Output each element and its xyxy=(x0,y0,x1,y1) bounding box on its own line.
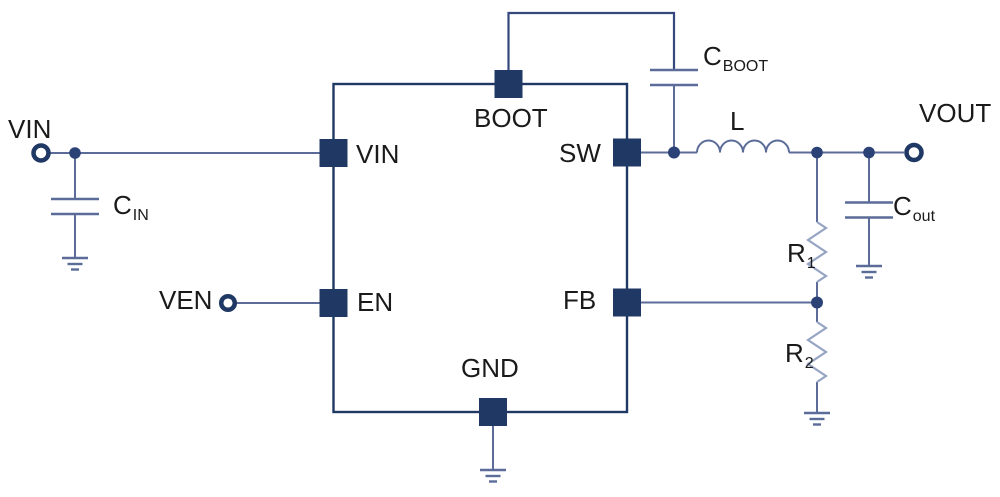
r2-subscript: 2 xyxy=(804,355,814,372)
pin-square-fb xyxy=(613,288,641,317)
ground-cin xyxy=(62,256,88,271)
pin-square-boot xyxy=(494,70,523,98)
r1-subscript: 1 xyxy=(806,255,816,272)
junction-vout-cout xyxy=(863,146,875,159)
pin-square-sw xyxy=(613,138,641,167)
ground-r2 xyxy=(804,411,830,426)
ground-cout xyxy=(856,264,882,279)
cboot-subscript: BOOT xyxy=(722,58,769,75)
cin-subscript: IN xyxy=(132,207,149,224)
terminal-circle-vin xyxy=(31,143,51,163)
pin-gnd-label: GND xyxy=(461,353,519,383)
r1-label: R1 xyxy=(787,238,816,272)
wire-boot-loop xyxy=(507,11,676,70)
junction-fb-divider xyxy=(811,296,823,309)
vin-terminal-label: VIN xyxy=(8,114,52,144)
cboot-label: CBOOT xyxy=(703,41,768,75)
capacitor-cin xyxy=(51,197,99,216)
vout-terminal-label: VOUT xyxy=(919,98,992,128)
ground-gnd-pin xyxy=(480,468,506,483)
cout-subscript: out xyxy=(912,208,936,225)
cout-symbol: C xyxy=(893,191,912,221)
capacitor-cboot xyxy=(650,68,698,87)
r1-symbol: R xyxy=(787,238,806,268)
pin-sw-label: SW xyxy=(559,138,601,168)
pin-en-label: EN xyxy=(357,287,394,317)
pin-square-en xyxy=(319,289,348,317)
terminal-circle-ven xyxy=(218,293,238,313)
cin-symbol: C xyxy=(113,190,132,220)
pin-boot-label: BOOT xyxy=(474,103,548,133)
junction-vin-cin xyxy=(69,147,81,159)
pin-square-vin xyxy=(319,139,348,167)
junction-sw-cboot xyxy=(668,146,680,159)
junction-vout-r1 xyxy=(811,146,823,159)
pin-fb-label: FB xyxy=(563,285,597,315)
cout-label: Cout xyxy=(893,191,935,225)
resistor-r2 xyxy=(806,321,828,383)
r2-label: R2 xyxy=(785,338,814,372)
resistor-r1 xyxy=(806,221,828,283)
cin-label: CIN xyxy=(113,190,149,224)
pin-square-gnd xyxy=(479,398,507,426)
ven-terminal-label: VEN xyxy=(159,285,213,315)
r2-symbol: R xyxy=(785,338,804,368)
capacitor-cout xyxy=(845,201,893,219)
inductor-l xyxy=(696,139,790,153)
pin-vin-label: VIN xyxy=(356,139,400,169)
inductor-label: L xyxy=(730,106,745,136)
terminal-circle-vout xyxy=(904,142,924,163)
cboot-symbol: C xyxy=(703,41,722,71)
